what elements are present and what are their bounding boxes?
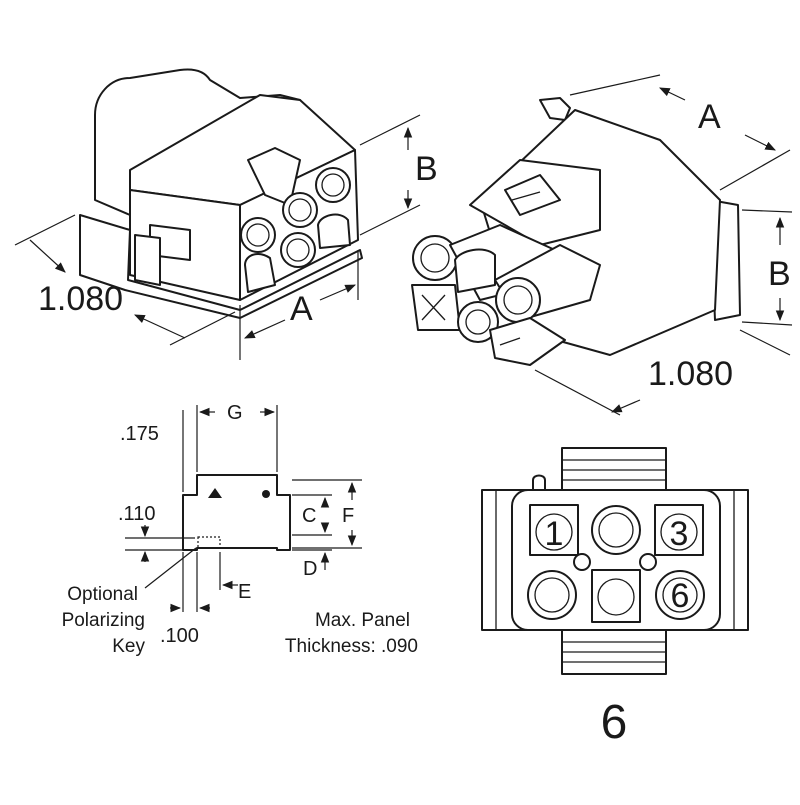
cutout-dim-175: .175 — [120, 410, 184, 492]
pin-number-1: 1 — [545, 515, 564, 553]
max-panel-line2: Thickness: .090 — [285, 636, 418, 657]
cutout-dim-175-label: .175 — [120, 423, 159, 445]
panel-cutout — [182, 474, 291, 551]
cutout-dim-100-label: .100 — [160, 625, 199, 647]
left-dim-length-label: 1.080 — [38, 280, 123, 318]
cutout-dim-f-label: F — [342, 505, 354, 527]
optional-key-line2: Polarizing — [62, 610, 145, 631]
right-dim-length-label: 1.080 — [648, 355, 733, 393]
cutout-dim-e-label: E — [238, 581, 251, 603]
cutout-dim-c: C — [292, 494, 332, 536]
max-panel-line1: Max. Panel — [315, 610, 410, 631]
right-dim-a: A — [569, 74, 791, 191]
optional-key-line1: Optional — [67, 584, 138, 605]
polarity-triangle-icon — [208, 488, 222, 498]
left-dim-b-label: B — [415, 150, 438, 188]
optional-key-line3: Key — [112, 636, 145, 657]
connector-right-isometric — [411, 97, 741, 366]
left-dim-a: A — [239, 250, 359, 360]
right-dim-a-label: A — [698, 98, 721, 136]
position-count-label: 6 — [601, 696, 628, 749]
pin-number-6: 6 — [671, 577, 690, 615]
optional-polarizing-key-outline — [197, 536, 221, 549]
optional-polarizing-key-callout: Optional Polarizing Key — [62, 547, 197, 657]
left-dim-a-label: A — [290, 290, 313, 328]
cutout-dim-100: .100 — [160, 552, 210, 647]
right-dim-b-label: B — [768, 255, 791, 293]
max-panel-note: Max. Panel Thickness: .090 — [285, 610, 418, 657]
cavity-5 — [591, 569, 641, 623]
cutout-dim-110: .110 — [118, 503, 195, 562]
connector-front-view: 1 3 6 — [481, 447, 749, 675]
cutout-dim-d-label: D — [303, 558, 317, 580]
right-dim-b: B — [741, 209, 793, 326]
cutout-dim-d: D — [292, 549, 332, 580]
cutout-dim-e: E — [196, 552, 251, 612]
cutout-dim-g: G — [196, 402, 278, 472]
connector-left-isometric — [79, 68, 363, 319]
left-dim-b: B — [359, 114, 438, 236]
right-dim-length: 1.080 — [534, 329, 791, 416]
cutout-dim-110-label: .110 — [118, 503, 155, 525]
polarity-dot-icon — [262, 490, 270, 498]
cutout-dim-g-label: G — [227, 402, 243, 424]
left-dim-length: 1.080 — [14, 214, 236, 346]
pin-number-3: 3 — [670, 515, 689, 553]
cutout-dim-f: F — [292, 479, 362, 549]
cavity-3 — [654, 504, 704, 556]
cutout-dim-c-label: C — [302, 505, 316, 527]
